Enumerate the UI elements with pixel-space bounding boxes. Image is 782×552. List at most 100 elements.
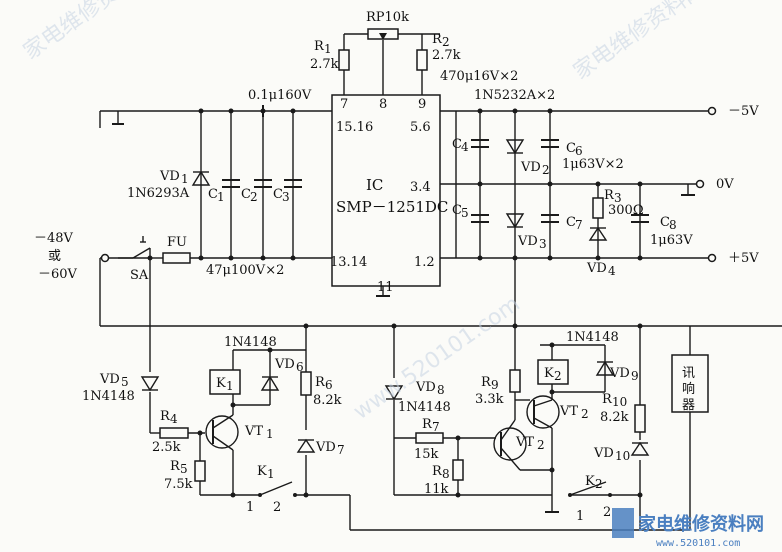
label-vd5: VD [99,372,120,387]
label-buzzer-2: 响 [682,381,695,397]
label-c5-sub: 5 [461,206,469,220]
diodes [140,139,650,456]
label-vt2a: VT [515,435,534,450]
label-c5: C [452,203,462,218]
label-r7: R [422,417,433,432]
label-vd10: VD [593,446,614,461]
label-c8: C [660,215,670,230]
label-ic-part: SMP－1251DC [336,198,448,216]
label-c-bottom: 47μ100V×2 [206,263,284,278]
transistor-vt2-b [526,395,560,429]
label-out-minus-5v: －5V [728,104,759,119]
resistor-r5 [194,460,206,482]
ground-symbols [112,111,695,513]
label-vd5-part: 1N4148 [82,389,135,404]
label-c6: C [566,141,576,156]
label-r4: R [160,409,171,424]
label-r6: R [315,375,326,390]
transistor-vt1 [205,415,239,449]
label-r1: R [314,39,325,54]
fuse-fu [162,252,191,264]
label-vd1: VD [159,169,180,184]
label-vd7: VD [315,440,336,455]
label-k2-sub: 2 [554,369,562,383]
label-r3-val: 300Ω [608,203,644,218]
resistor-r7 [415,432,444,444]
label-c6-val: 1μ63V×2 [562,157,624,172]
label-vd2: VD [520,160,541,175]
label-r9: R [481,375,492,390]
label-sa: SA [130,268,149,283]
label-c2: C [241,187,251,202]
label-pin8: 8 [379,97,387,112]
label-in-or: 或 [48,249,61,264]
switch-sa [118,236,151,259]
label-k2-switch: K [585,474,595,489]
label-vt2b: VT [559,404,578,419]
label-vd9: VD [609,366,630,381]
input-terminal [100,253,110,263]
label-vd1-part: 1N6293A [127,186,190,201]
label-vt1: VT [244,424,263,439]
resistor-r8 [452,459,464,481]
label-pin56: 5.6 [410,120,431,135]
label-c-top-left: 0.1μ160V [248,88,312,103]
label-fu: FU [167,235,187,250]
label-vd5-sub: 5 [121,375,129,389]
label-vd3: VD [517,234,538,249]
watermark-text-2: 家电维修资料网 [569,0,710,85]
label-diode-1n5232: 1N5232A×2 [474,88,555,103]
labels: RP10k R 1 2.7k R 2 2.7k 470μ16V×2 0.1μ16… [34,10,759,524]
label-k2-pin1: 1 [576,509,584,524]
label-vd8-part: 1N4148 [398,400,451,415]
label-k1-switch-sub: 1 [267,467,275,481]
label-c7: C [566,215,576,230]
label-vd4-sub: 4 [608,264,616,278]
label-r1-val: 2.7k [310,57,339,72]
label-r1-sub: 1 [324,42,332,56]
relay-k1 [209,369,241,395]
label-vd6-sub: 6 [296,360,304,374]
label-in-60v: －60V [38,267,78,282]
label-vd1-sub: 1 [181,172,189,186]
label-r7-sub: 7 [432,420,440,434]
resistor-r3 [592,197,604,219]
label-k1-sub: 1 [226,379,234,393]
label-vd4: VD [586,261,607,276]
label-c1-sub: 1 [217,190,225,204]
label-r3: R [604,188,615,203]
label-r8: R [432,464,443,479]
label-k1-pin1: 1 [246,500,254,515]
label-k2-switch-sub: 2 [595,477,603,491]
label-vd9-part: 1N4148 [566,330,619,345]
label-c3-sub: 3 [282,190,290,204]
relay-k2 [537,359,569,385]
relay-switches [258,481,612,497]
watermark-logo-icon [612,508,634,538]
label-r6-sub: 6 [325,378,333,392]
resistor-r9 [509,369,521,393]
label-in-48v: －48V [34,231,74,246]
label-k1-pin2: 2 [273,500,281,515]
label-c4-sub: 4 [461,140,469,154]
label-vd6: VD [274,357,295,372]
label-r10-sub: 10 [612,395,627,409]
label-pin34: 3.4 [410,180,431,195]
resistors [159,28,646,482]
watermark-logo-text: 家电维修资料网 [638,513,764,535]
label-pin11: 11 [377,280,394,295]
label-c4: C [452,137,462,152]
label-r9-val: 3.3k [475,392,504,407]
terminal-plus-5v [707,253,717,263]
label-vt1-sub: 1 [266,427,274,441]
label-pin1314: 13.14 [330,255,367,270]
label-vd2-sub: 2 [542,163,550,177]
terminals [100,106,717,263]
label-r8-sub: 8 [442,467,450,481]
resistor-r2 [416,49,428,71]
label-r7-val: 15k [414,447,439,462]
watermark-logo-url: www.520101.com [656,538,740,549]
label-r2-sub: 2 [442,35,450,49]
